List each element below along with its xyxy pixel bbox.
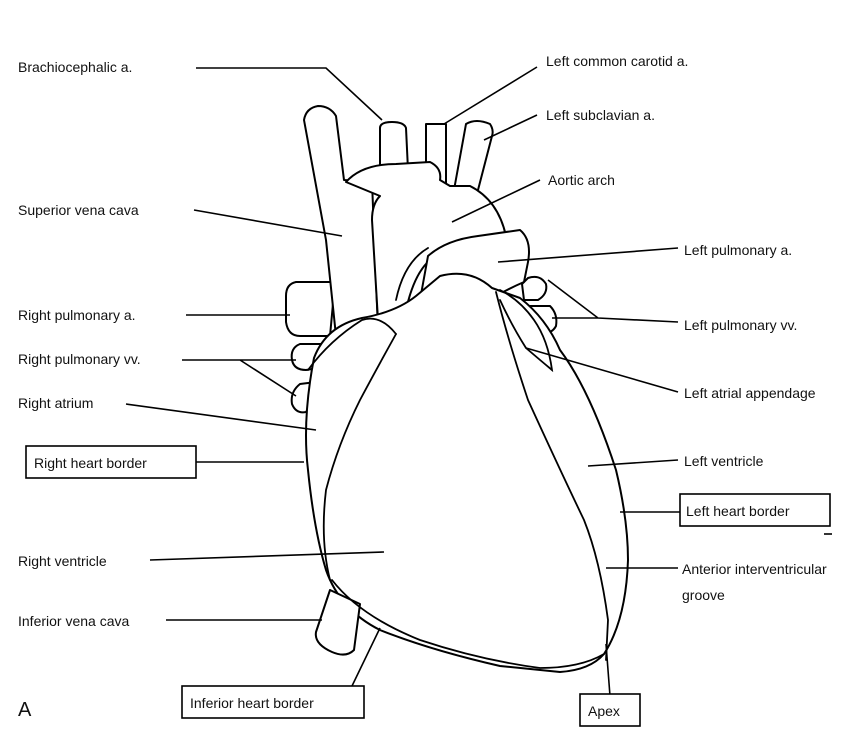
leader-superior-vena-cava xyxy=(194,210,342,236)
label-left-atrial-appendage: Left atrial appendage xyxy=(684,385,816,401)
label-apex: Apex xyxy=(588,703,620,719)
left-subclavian-shape xyxy=(454,121,493,190)
label-inferior-vena-cava: Inferior vena cava xyxy=(18,613,129,629)
label-left-common-carotid: Left common carotid a. xyxy=(546,53,688,69)
left-pulmonary-vein-upper-shape xyxy=(522,277,546,300)
label-right-atrium: Right atrium xyxy=(18,395,93,411)
label-right-pulmonary-a: Right pulmonary a. xyxy=(18,307,136,323)
label-left-ventricle: Left ventricle xyxy=(684,453,764,469)
label-superior-vena-cava: Superior vena cava xyxy=(18,202,139,218)
figure-letter: A xyxy=(18,699,32,721)
leader-apex xyxy=(606,644,610,696)
label-right-ventricle: Right ventricle xyxy=(18,553,107,569)
right-pulmonary-artery-shape xyxy=(286,282,335,336)
heart-drawing xyxy=(286,106,628,672)
label-right-heart-border: Right heart border xyxy=(34,455,147,471)
leader-brachiocephalic xyxy=(196,68,382,120)
leader-right-atrium xyxy=(126,404,316,430)
label-left-subclavian: Left subclavian a. xyxy=(546,107,655,123)
label-inferior-heart-border: Inferior heart border xyxy=(190,695,314,711)
leader-left-pulmonary-vv xyxy=(548,280,678,322)
label-anterior-interventricular: Anterior interventricular xyxy=(682,561,827,577)
label-brachiocephalic: Brachiocephalic a. xyxy=(18,59,132,75)
leader-left-common-carotid xyxy=(444,67,537,124)
label-aortic-arch: Aortic arch xyxy=(548,172,615,188)
label-left-pulmonary-a: Left pulmonary a. xyxy=(684,242,792,258)
label-left-pulmonary-vv: Left pulmonary vv. xyxy=(684,317,797,333)
label-right-pulmonary-vv: Right pulmonary vv. xyxy=(18,351,141,367)
leader-right-pulmonary-vv xyxy=(182,360,296,396)
label-left-heart-border: Left heart border xyxy=(686,503,790,519)
label-groove: groove xyxy=(682,587,725,603)
